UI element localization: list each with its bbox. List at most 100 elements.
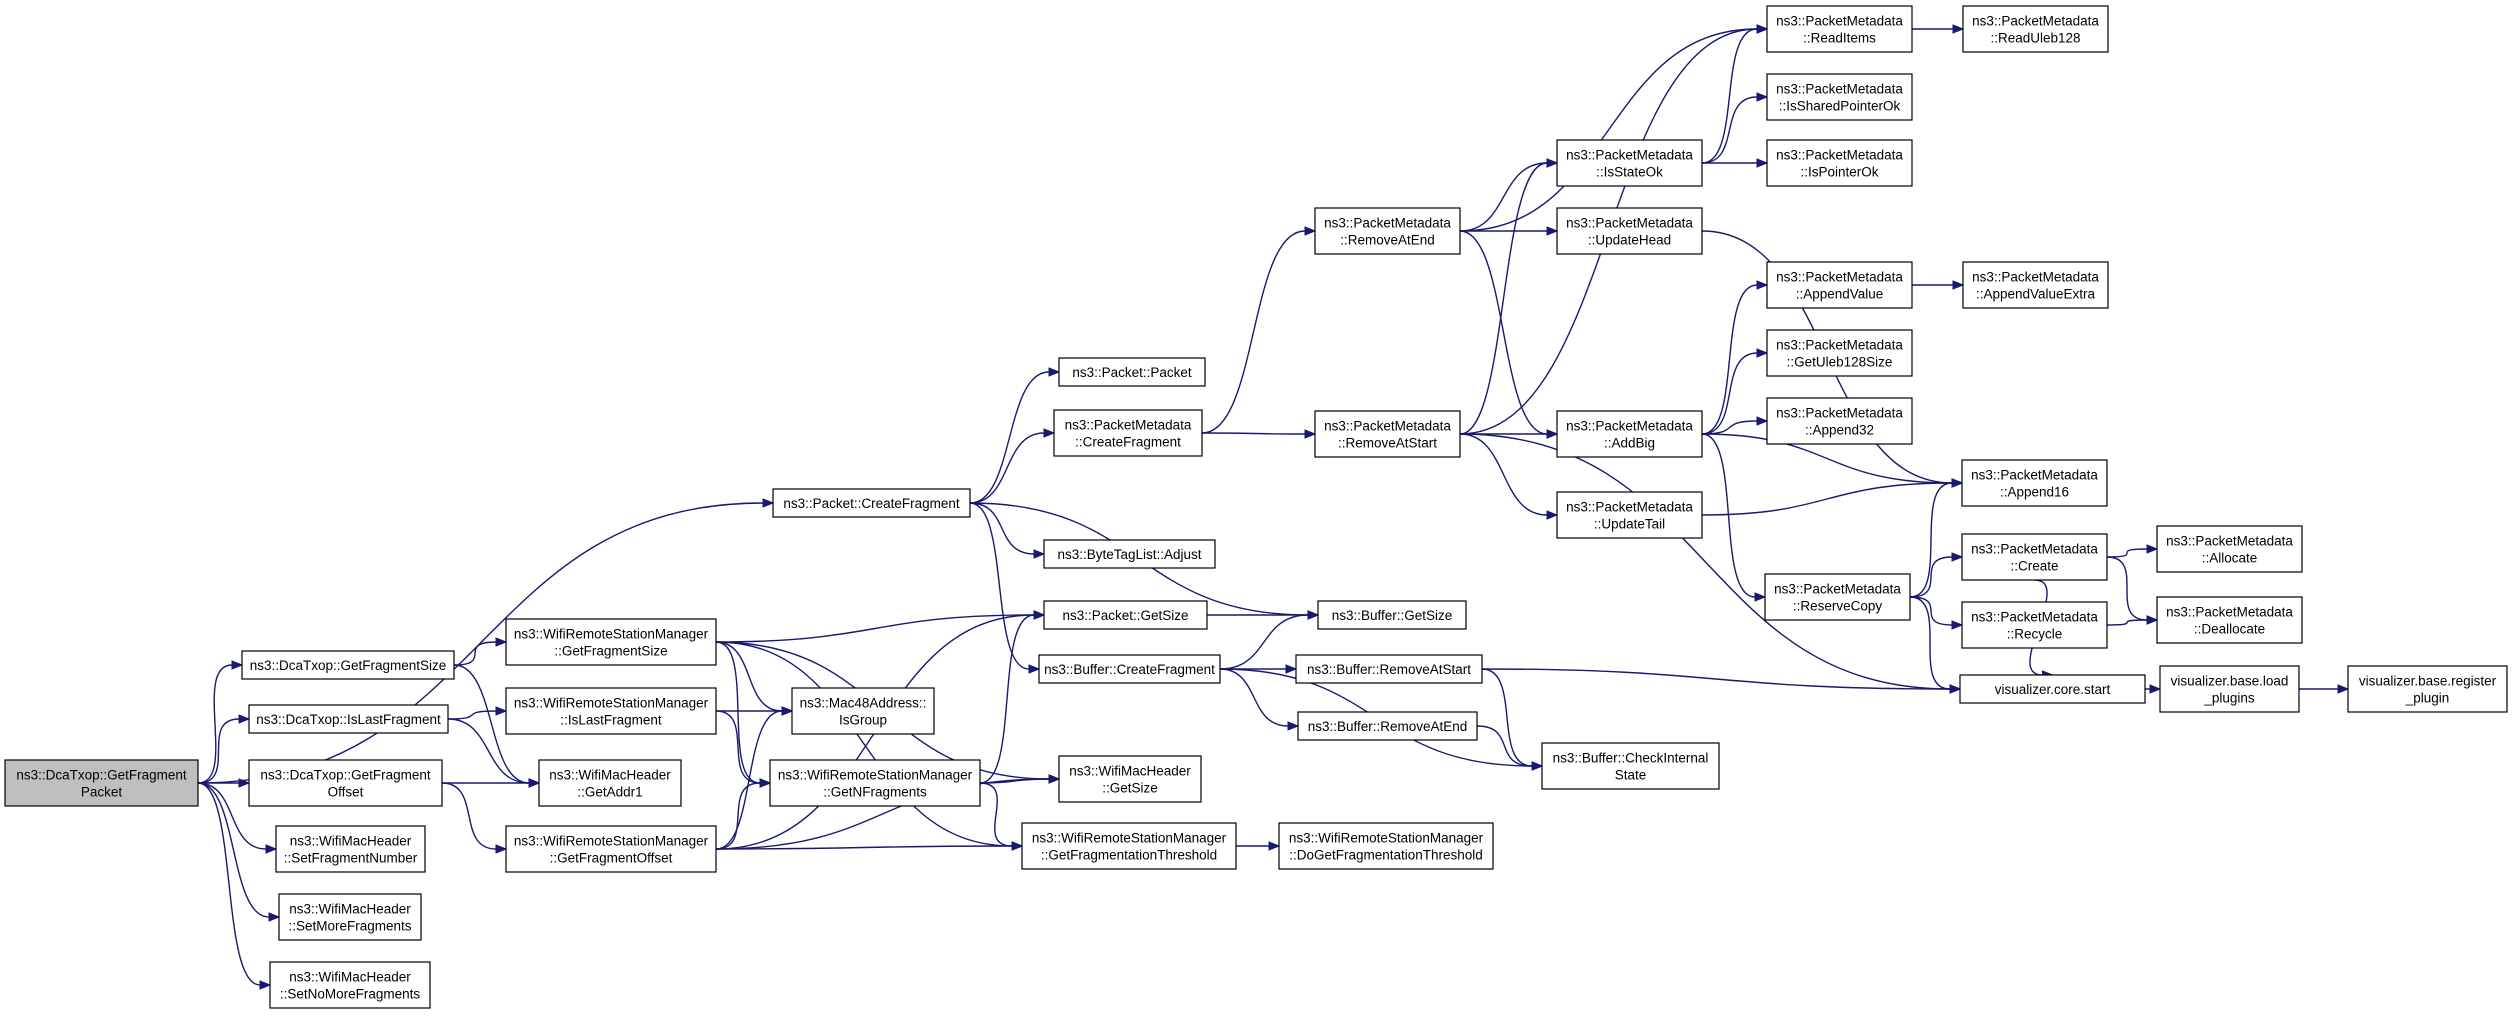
node-box (248, 704, 449, 734)
node-pmIsStateOk[interactable]: ns3::PacketMetadata::IsStateOk (1556, 139, 1703, 187)
arrowhead-icon (2146, 544, 2159, 554)
arrowhead-icon (265, 844, 278, 854)
node-visCoreStart[interactable]: visualizer.core.start (1959, 674, 2146, 704)
node-pktGetSize[interactable]: ns3::Packet::GetSize (1043, 600, 1208, 630)
node-wrsmGetNFrag[interactable]: ns3::WifiRemoteStationManager::GetNFragm… (769, 759, 981, 807)
node-getFragOffset[interactable]: ns3::DcaTxop::GetFragmentOffset (248, 759, 443, 807)
edge-line (1701, 433, 1953, 484)
node-pmRemoveAtStart[interactable]: ns3::PacketMetadata::RemoveAtStart (1314, 410, 1461, 458)
node-macIsGroup[interactable]: ns3::Mac48Address::IsGroup (791, 687, 935, 735)
arrowhead-icon (259, 980, 272, 990)
node-bufRemoveAtStart[interactable]: ns3::Buffer::RemoveAtStart (1295, 654, 1483, 684)
arrowhead-icon (1546, 226, 1559, 236)
node-getAddr1[interactable]: ns3::WifiMacHeader::GetAddr1 (538, 759, 682, 807)
node-visBaseLoad[interactable]: visualizer.base.load_plugins (2159, 665, 2300, 713)
node-label: ::Recycle (2007, 627, 2063, 642)
node-packetPacket[interactable]: ns3::Packet::Packet (1058, 357, 1206, 387)
node-setFragNum[interactable]: ns3::WifiMacHeader::SetFragmentNumber (275, 825, 426, 873)
node-wrsmDoGetFragThresh[interactable]: ns3::WifiRemoteStationManager::DoGetFrag… (1278, 822, 1494, 870)
node-pmAppend16[interactable]: ns3::PacketMetadata::Append16 (1961, 459, 2108, 507)
edge-line (1201, 230, 1306, 434)
node-pmUpdateTail[interactable]: ns3::PacketMetadata::UpdateTail (1556, 491, 1703, 539)
edge-line (969, 502, 1035, 555)
node-pktCreateFrag[interactable]: ns3::Packet::CreateFragment (772, 488, 971, 518)
arrowhead-icon (1546, 510, 1559, 520)
node-label: ns3::PacketMetadata (1971, 610, 2098, 625)
node-pmIsPtrOk[interactable]: ns3::PacketMetadata::IsPointerOk (1766, 139, 1913, 187)
node-pmReserveCopy[interactable]: ns3::PacketMetadata::ReserveCopy (1764, 573, 1911, 621)
node-label: ::Deallocate (2194, 622, 2265, 637)
edge-line (1701, 284, 1758, 435)
node-label: ns3::PacketMetadata (1774, 582, 1901, 597)
edge-line (197, 718, 240, 784)
edge-line (715, 641, 783, 712)
node-pmRecycle[interactable]: ns3::PacketMetadata::Recycle (1961, 601, 2108, 649)
arrowhead-icon (1546, 429, 1559, 439)
node-label: ::IsPointerOk (1800, 165, 1878, 180)
node-label: ns3::ByteTagList::Adjust (1057, 547, 1201, 562)
edge-line (2106, 556, 2148, 621)
edge-line (715, 782, 761, 850)
node-bufCreateFrag[interactable]: ns3::Buffer::CreateFragment (1038, 654, 1221, 684)
edge-bufCreateFrag-to-bufRemoveAtEnd (1219, 668, 1300, 731)
node-box (1766, 5, 1913, 53)
node-pmAppendValueExtra[interactable]: ns3::PacketMetadata::AppendValueExtra (1962, 261, 2109, 309)
edge-line (447, 710, 497, 720)
node-pmAppend32[interactable]: ns3::PacketMetadata::Append32 (1766, 397, 1913, 445)
node-pmGetUleb[interactable]: ns3::PacketMetadata::GetUleb128Size (1766, 329, 1913, 377)
edge-pmUpdateTail-to-pmAppend16 (1701, 478, 1964, 516)
node-pmIsSharedPtrOk[interactable]: ns3::PacketMetadata::IsSharedPointerOk (1766, 73, 1913, 121)
node-bufRemoveAtEnd[interactable]: ns3::Buffer::RemoveAtEnd (1297, 711, 1478, 741)
node-box (1314, 207, 1461, 255)
node-getFragSize[interactable]: ns3::DcaTxop::GetFragmentSize (241, 650, 455, 680)
node-label: ns3::Packet::GetSize (1062, 608, 1188, 623)
node-label: ns3::PacketMetadata (1776, 406, 1903, 421)
node-label: ::RemoveAtEnd (1340, 233, 1435, 248)
edge-bufCreateFrag-to-bufGetSize (1219, 610, 1320, 670)
node-pmAllocate[interactable]: ns3::PacketMetadata::Allocate (2156, 525, 2303, 573)
node-label: visualizer.base.register (2359, 674, 2497, 689)
node-isLastFrag[interactable]: ns3::DcaTxop::IsLastFragment (248, 704, 449, 734)
node-visBaseRegister[interactable]: visualizer.base.register_plugin (2347, 665, 2508, 713)
node-box (4, 759, 199, 807)
node-pmCreateFrag[interactable]: ns3::PacketMetadata::CreateFragment (1053, 409, 1203, 457)
node-label: ::AppendValue (1796, 287, 1884, 302)
edge-bufRemoveAtStart-to-visCoreStart (1481, 668, 1962, 694)
edge-pmIsStateOk-to-pmIsPtrOk (1702, 158, 1769, 168)
edge-wrsmGetNFrag-to-pktGetSize (979, 610, 1046, 784)
arrowhead-icon (1028, 664, 1041, 674)
node-pmRemoveAtEnd[interactable]: ns3::PacketMetadata::RemoveAtEnd (1314, 207, 1461, 255)
node-label: ns3::WifiRemoteStationManager (514, 696, 709, 711)
edge-wrsmIsLastFrag-to-wrsmGetNFrag (715, 710, 772, 788)
node-wrsmGetFragThresh[interactable]: ns3::WifiRemoteStationManager::GetFragme… (1021, 822, 1237, 870)
node-pmReadItems[interactable]: ns3::PacketMetadata::ReadItems (1766, 5, 1913, 53)
arrowhead-icon (1756, 92, 1769, 102)
arrowhead-icon (1756, 24, 1769, 34)
node-pmDeallocate[interactable]: ns3::PacketMetadata::Deallocate (2156, 596, 2303, 644)
node-box (1556, 491, 1703, 539)
node-box (1766, 139, 1913, 187)
node-setMoreFrag[interactable]: ns3::WifiMacHeader::SetMoreFragments (278, 893, 422, 941)
node-wrsmIsLastFrag[interactable]: ns3::WifiRemoteStationManager::IsLastFra… (505, 687, 717, 735)
edge-pmAddBig-to-pmReserveCopy (1701, 433, 1767, 602)
node-pmAppendValue[interactable]: ns3::PacketMetadata::AppendValue (1766, 261, 1913, 309)
node-setNoMoreFrag[interactable]: ns3::WifiMacHeader::SetNoMoreFragments (269, 961, 431, 1009)
node-bufGetSize[interactable]: ns3::Buffer::GetSize (1317, 600, 1467, 630)
node-wrsmGetFragOffset[interactable]: ns3::WifiRemoteStationManager::GetFragme… (505, 825, 717, 873)
node-label: ns3::DcaTxop::GetFragment (16, 768, 187, 783)
node-pmAddBig[interactable]: ns3::PacketMetadata::AddBig (1556, 410, 1703, 458)
arrowhead-icon (1048, 367, 1061, 377)
edge-pmRemoveAtEnd-to-pmUpdateHead (1460, 226, 1559, 236)
node-pmUpdateHead[interactable]: ns3::PacketMetadata::UpdateHead (1556, 207, 1703, 255)
node-wrsmGetFragSize[interactable]: ns3::WifiRemoteStationManager::GetFragme… (505, 618, 717, 666)
node-wmhGetSize[interactable]: ns3::WifiMacHeader::GetSize (1058, 755, 1202, 803)
node-pmReadUleb[interactable]: ns3::PacketMetadata::ReadUleb128 (1962, 5, 2109, 53)
node-label: ns3::PacketMetadata (1566, 216, 1693, 231)
node-pmCreate[interactable]: ns3::PacketMetadata::Create (1961, 533, 2108, 581)
node-btlAdjust[interactable]: ns3::ByteTagList::Adjust (1043, 539, 1216, 569)
node-label: ns3::DcaTxop::GetFragmentSize (250, 658, 447, 673)
edge-wrsmGetFragOffset-to-wrsmGetFragThresh (715, 841, 1024, 851)
